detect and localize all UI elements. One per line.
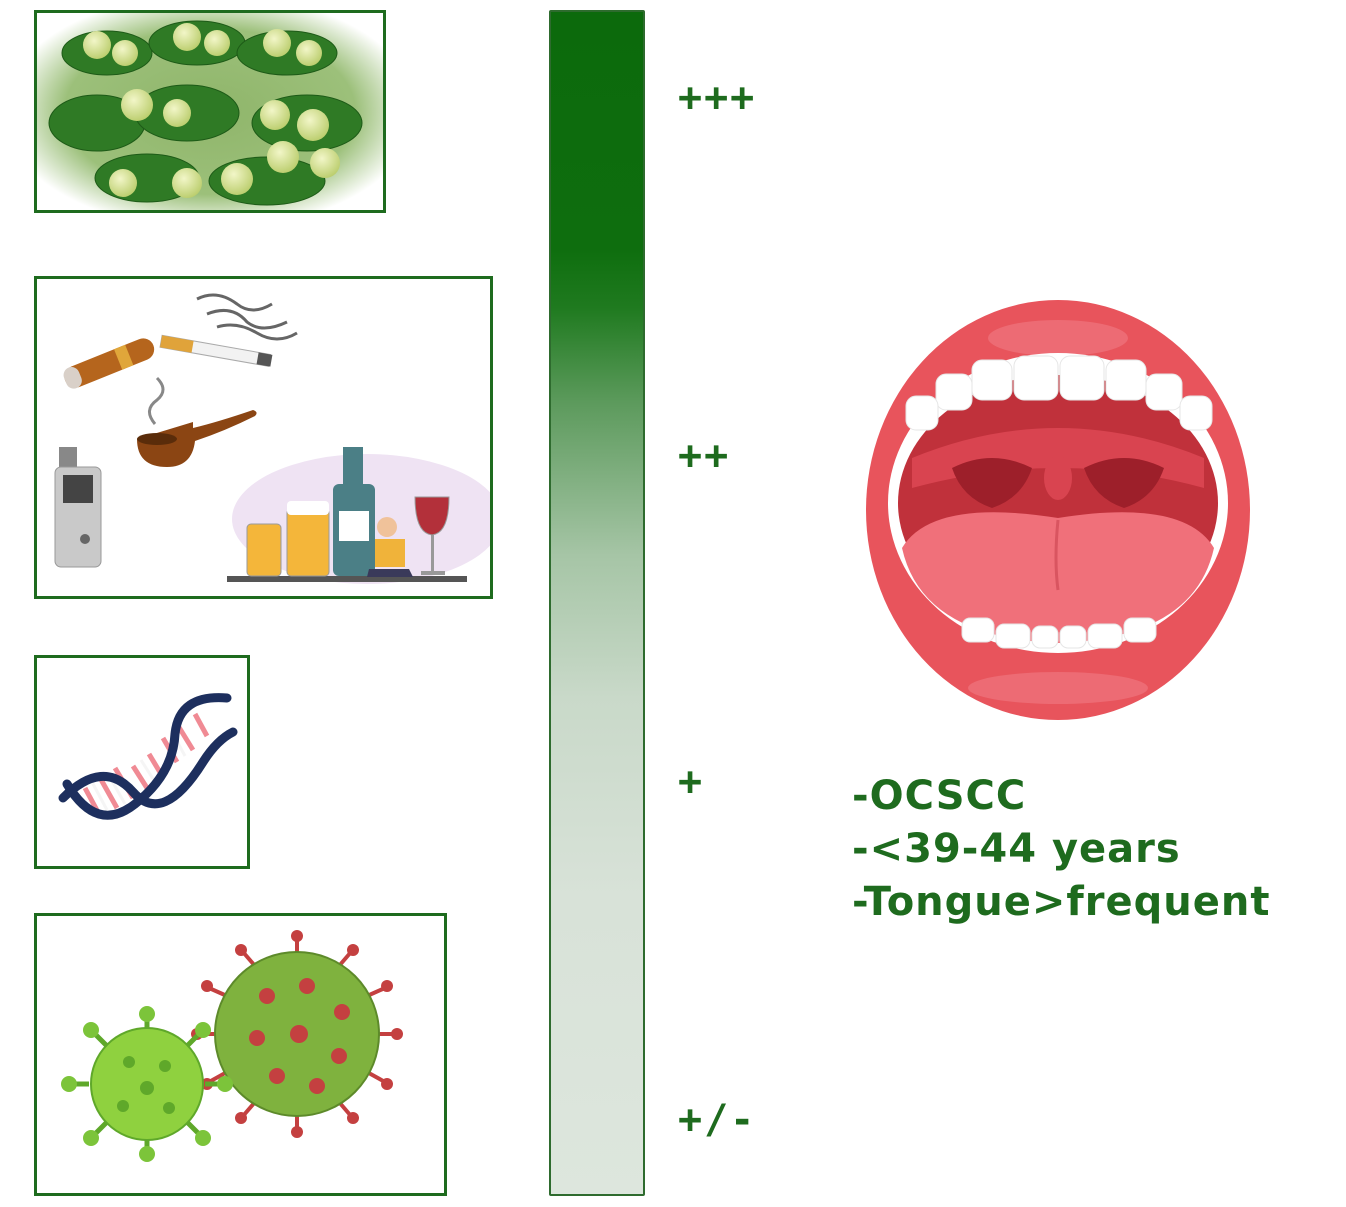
betel-quid-icon [37, 13, 383, 210]
dna-helix-icon [58, 693, 238, 820]
open-mouth-icon [866, 300, 1250, 720]
cigar-icon [63, 338, 155, 389]
note-site: -Tongue>frequent [852, 879, 1271, 925]
betel-quid-panel [34, 10, 386, 213]
cigarette-icon [159, 334, 273, 367]
risk-level-uncertain: +/- [678, 1097, 757, 1143]
risk-level-high: +++ [678, 75, 757, 121]
large-virus-icon [191, 930, 403, 1138]
risk-gradient-bar [549, 10, 645, 1196]
risk-level-medium: ++ [678, 433, 731, 479]
virus-icon [61, 930, 403, 1162]
note-ocscc: -OCSCC [852, 773, 1027, 819]
pipe-icon [137, 376, 257, 467]
dna-panel [34, 655, 250, 869]
tobacco-alcohol-icon [54, 293, 490, 584]
tobacco-alcohol-panel [34, 276, 493, 599]
virus-panel [34, 913, 447, 1196]
small-virus-icon [61, 1006, 233, 1162]
risk-level-low: + [678, 759, 705, 805]
note-age: -<39-44 years [852, 826, 1181, 872]
vape-icon [54, 447, 102, 568]
alcohol-scene-icon [227, 447, 490, 584]
